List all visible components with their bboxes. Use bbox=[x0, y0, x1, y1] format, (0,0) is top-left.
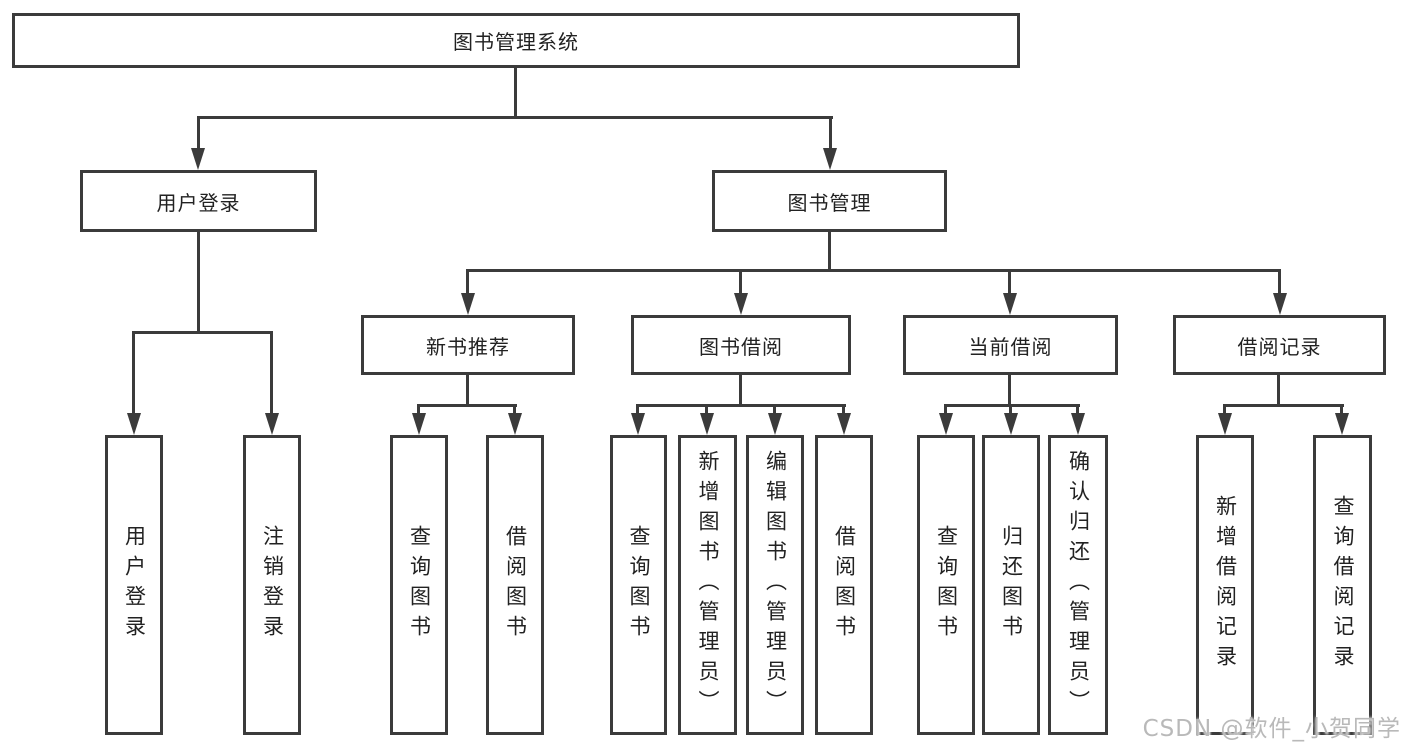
connector-drop-leaf bbox=[513, 404, 516, 415]
connector-drop-leaf bbox=[1076, 404, 1079, 415]
arrowhead-down-icon bbox=[939, 413, 953, 435]
connector-book-borrowing-branch bbox=[636, 404, 846, 407]
arrowhead-down-icon bbox=[1218, 413, 1232, 435]
connector-drop-leaf bbox=[636, 404, 639, 415]
leaf-label: 用户登录 bbox=[122, 525, 147, 645]
leaf-confirm-return-admin: 确认归还（管理员） bbox=[1048, 435, 1108, 735]
arrowhead-down-icon bbox=[823, 148, 837, 170]
node-new-book-recommendation: 新书推荐 bbox=[361, 315, 575, 375]
leaf-label: 编辑图书（管理员） bbox=[763, 450, 788, 720]
node-book-management: 图书管理 bbox=[712, 170, 947, 232]
leaf-label: 注销登录 bbox=[260, 525, 285, 645]
node-borrowing-records: 借阅记录 bbox=[1173, 315, 1386, 375]
connector-borrowing-records-trunk bbox=[1277, 375, 1280, 407]
arrowhead-down-icon bbox=[1335, 413, 1349, 435]
connector-user-login-trunk bbox=[197, 232, 200, 334]
arrowhead-down-icon bbox=[191, 148, 205, 170]
node-current-borrowing: 当前借阅 bbox=[903, 315, 1118, 375]
connector-drop-leaf bbox=[944, 404, 947, 415]
node-user-login: 用户登录 bbox=[80, 170, 317, 232]
connector-drop-leaf bbox=[705, 404, 708, 415]
arrowhead-down-icon bbox=[412, 413, 426, 435]
arrowhead-down-icon bbox=[265, 413, 279, 435]
leaf-query-borrow-record: 查询借阅记录 bbox=[1313, 435, 1372, 735]
leaf-add-borrow-record: 新增借阅记录 bbox=[1196, 435, 1254, 735]
arrowhead-down-icon bbox=[768, 413, 782, 435]
connector-drop-borrowing-records bbox=[1278, 269, 1281, 295]
leaf-label: 归还图书 bbox=[999, 525, 1024, 645]
arrowhead-down-icon bbox=[127, 413, 141, 435]
connector-drop-leaf bbox=[1340, 404, 1343, 415]
leaf-borrow-books-recommendation: 借阅图书 bbox=[486, 435, 544, 735]
node-label: 新书推荐 bbox=[426, 334, 510, 359]
connector-root-branch bbox=[197, 116, 833, 119]
node-label: 图书管理 bbox=[787, 190, 872, 215]
connector-root-trunk bbox=[514, 68, 517, 118]
leaf-query-books-borrowing: 查询图书 bbox=[610, 435, 667, 735]
connector-drop-book-management bbox=[829, 116, 832, 150]
arrowhead-down-icon bbox=[631, 413, 645, 435]
leaf-query-books-current: 查询图书 bbox=[917, 435, 975, 735]
connector-drop-leaf bbox=[417, 404, 420, 415]
connector-borrowing-records-branch bbox=[1223, 404, 1344, 407]
connector-new-book-trunk bbox=[466, 375, 469, 407]
leaf-borrow-books: 借阅图书 bbox=[815, 435, 873, 735]
leaf-label: 查询借阅记录 bbox=[1331, 495, 1355, 675]
connector-drop-leaf bbox=[1009, 404, 1012, 415]
arrowhead-down-icon bbox=[461, 293, 475, 315]
arrowhead-down-icon bbox=[1071, 413, 1085, 435]
connector-book-borrowing-trunk bbox=[739, 375, 742, 407]
arrowhead-down-icon bbox=[734, 293, 748, 315]
arrowhead-down-icon bbox=[700, 413, 714, 435]
leaf-label: 查询图书 bbox=[407, 525, 432, 645]
connector-drop-book-borrowing bbox=[739, 269, 742, 295]
connector-drop-leaf bbox=[773, 404, 776, 415]
node-label: 用户登录 bbox=[156, 190, 241, 215]
arrowhead-down-icon bbox=[508, 413, 522, 435]
node-book-borrowing: 图书借阅 bbox=[631, 315, 851, 375]
connector-drop-leaf bbox=[842, 404, 845, 415]
node-library-management-system: 图书管理系统 bbox=[12, 13, 1020, 68]
leaf-label: 确认归还（管理员） bbox=[1066, 450, 1091, 720]
connector-current-borrowing-trunk bbox=[1008, 375, 1011, 407]
arrowhead-down-icon bbox=[837, 413, 851, 435]
leaf-query-books-recommendation: 查询图书 bbox=[390, 435, 448, 735]
leaf-label: 查询图书 bbox=[934, 525, 959, 645]
leaf-label: 新增借阅记录 bbox=[1213, 495, 1238, 675]
connector-drop-user-login bbox=[197, 116, 200, 150]
node-label: 图书借阅 bbox=[699, 334, 783, 359]
node-label: 图书管理系统 bbox=[453, 30, 579, 54]
node-label: 当前借阅 bbox=[968, 334, 1053, 359]
connector-drop-leaf bbox=[270, 331, 273, 415]
leaf-label: 新增图书（管理员） bbox=[696, 450, 720, 720]
leaf-return-books: 归还图书 bbox=[982, 435, 1040, 735]
node-label: 借阅记录 bbox=[1237, 334, 1322, 359]
connector-drop-leaf bbox=[1223, 404, 1226, 415]
leaf-label: 借阅图书 bbox=[503, 525, 528, 645]
arrowhead-down-icon bbox=[1273, 293, 1287, 315]
connector-new-book-branch bbox=[417, 404, 517, 407]
connector-drop-new-book bbox=[466, 269, 469, 295]
leaf-add-book-admin: 新增图书（管理员） bbox=[678, 435, 737, 735]
connector-drop-leaf bbox=[132, 331, 135, 415]
arrowhead-down-icon bbox=[1003, 293, 1017, 315]
arrowhead-down-icon bbox=[1004, 413, 1018, 435]
connector-current-borrowing-branch bbox=[944, 404, 1080, 407]
leaf-label: 查询图书 bbox=[627, 525, 651, 645]
leaf-logout: 注销登录 bbox=[243, 435, 301, 735]
connector-drop-current-borrowing bbox=[1008, 269, 1011, 295]
leaf-edit-book-admin: 编辑图书（管理员） bbox=[746, 435, 804, 735]
leaf-user-login: 用户登录 bbox=[105, 435, 163, 735]
csdn-watermark: CSDN @软件_小贺同学 bbox=[1142, 716, 1401, 742]
connector-book-management-branch bbox=[467, 269, 1281, 272]
connector-book-management-trunk bbox=[828, 232, 831, 272]
connector-user-login-branch bbox=[132, 331, 273, 334]
leaf-label: 借阅图书 bbox=[832, 525, 857, 645]
